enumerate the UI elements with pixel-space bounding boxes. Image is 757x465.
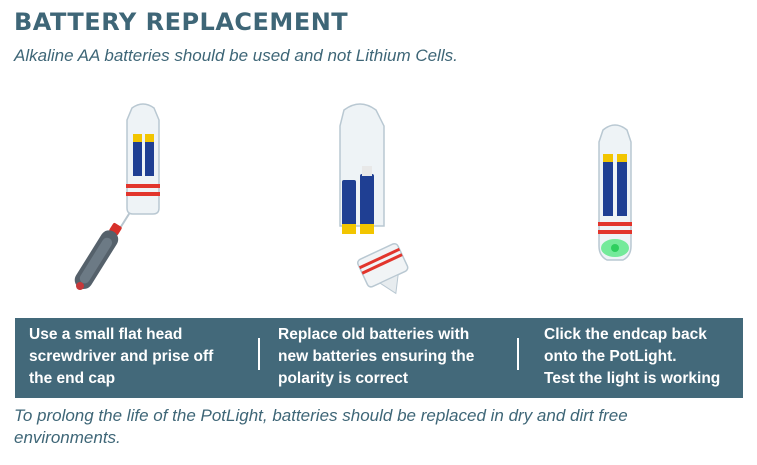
- step-divider: [517, 338, 519, 370]
- page-title: BATTERY REPLACEMENT: [14, 8, 349, 36]
- potlight-lit-green-image: [598, 124, 632, 261]
- step-divider: [258, 338, 260, 370]
- step-1-text: Use a small flat head screwdriver and pr…: [29, 326, 214, 387]
- footer-note: To prolong the life of the PotLight, bat…: [14, 406, 628, 447]
- potlight-with-screwdriver-image: [74, 103, 160, 290]
- step-2-text: Replace old batteries with new batteries…: [278, 326, 475, 387]
- page-subtitle: Alkaline AA batteries should be used and…: [14, 46, 458, 65]
- instruction-banner: Use a small flat head screwdriver and pr…: [15, 318, 743, 398]
- potlight-endcap-removed-image: [339, 103, 409, 295]
- step-3-text: Click the endcap back onto the PotLight.…: [544, 326, 721, 387]
